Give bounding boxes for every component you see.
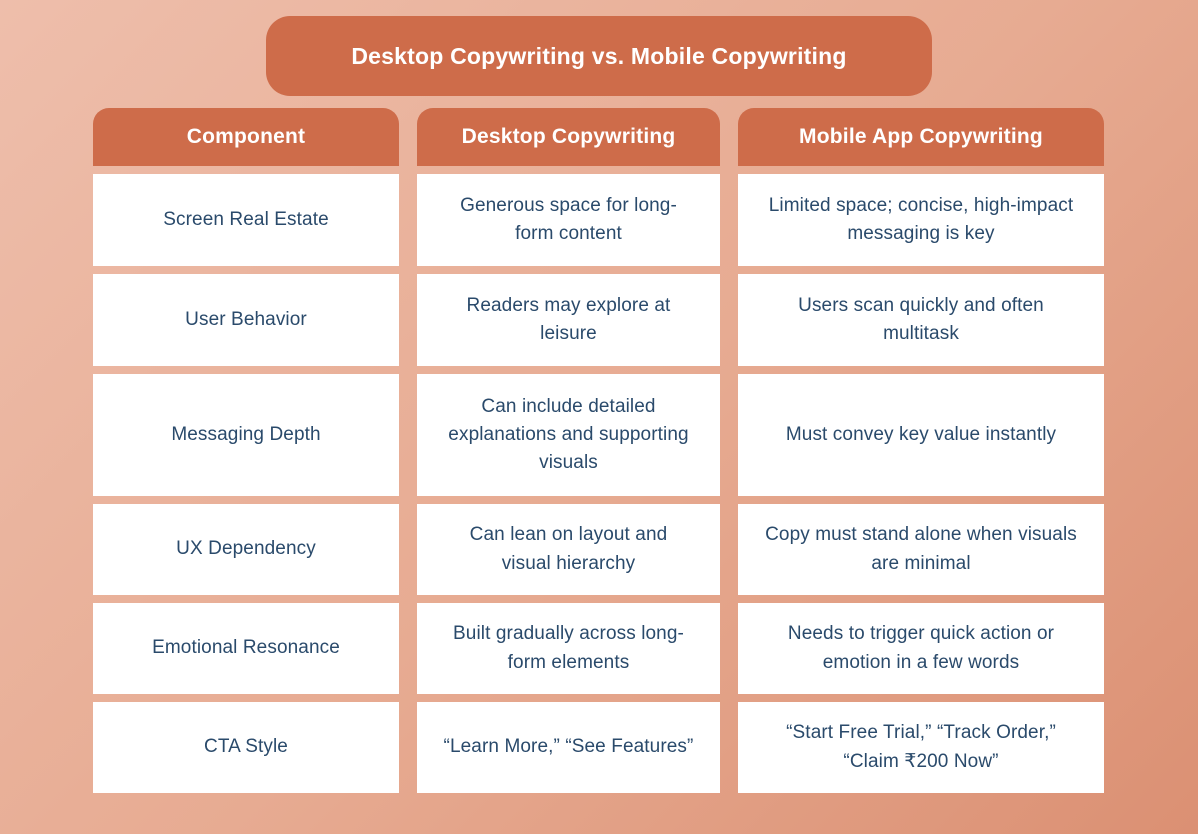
desktop-copywriting-cell: Generous space for long-form content xyxy=(417,174,720,266)
mobile-app-copywriting-cell: Users scan quickly and often multitask xyxy=(738,274,1104,366)
title-banner: Desktop Copywriting vs. Mobile Copywriti… xyxy=(266,16,932,96)
component-cell: Screen Real Estate xyxy=(93,174,399,266)
desktop-copywriting-cell: Can include detailed explanations and su… xyxy=(417,374,720,496)
desktop-copywriting-cell: Can lean on layout and visual hierarchy xyxy=(417,504,720,595)
column-header-mobile-app-copywriting: Mobile App Copywriting xyxy=(738,108,1104,166)
mobile-app-copywriting-cell: Needs to trigger quick action or emotion… xyxy=(738,603,1104,694)
mobile-app-copywriting-cell: Limited space; concise, high-impact mess… xyxy=(738,174,1104,266)
desktop-copywriting-cell: “Learn More,” “See Features” xyxy=(417,702,720,793)
column-header-desktop-copywriting: Desktop Copywriting xyxy=(417,108,720,166)
component-cell: Messaging Depth xyxy=(93,374,399,496)
component-cell: User Behavior xyxy=(93,274,399,366)
infographic-title: Desktop Copywriting vs. Mobile Copywriti… xyxy=(351,42,847,69)
column-header-component: Component xyxy=(93,108,399,166)
mobile-app-copywriting-cell: “Start Free Trial,” “Track Order,” “Clai… xyxy=(738,702,1104,793)
component-cell: Emotional Resonance xyxy=(93,603,399,694)
component-cell: CTA Style xyxy=(93,702,399,793)
mobile-app-copywriting-cell: Copy must stand alone when visuals are m… xyxy=(738,504,1104,595)
desktop-copywriting-cell: Readers may explore at leisure xyxy=(417,274,720,366)
desktop-copywriting-cell: Built gradually across long-form element… xyxy=(417,603,720,694)
component-cell: UX Dependency xyxy=(93,504,399,595)
comparison-table: Component Desktop Copywriting Mobile App… xyxy=(93,108,1104,793)
mobile-app-copywriting-cell: Must convey key value instantly xyxy=(738,374,1104,496)
